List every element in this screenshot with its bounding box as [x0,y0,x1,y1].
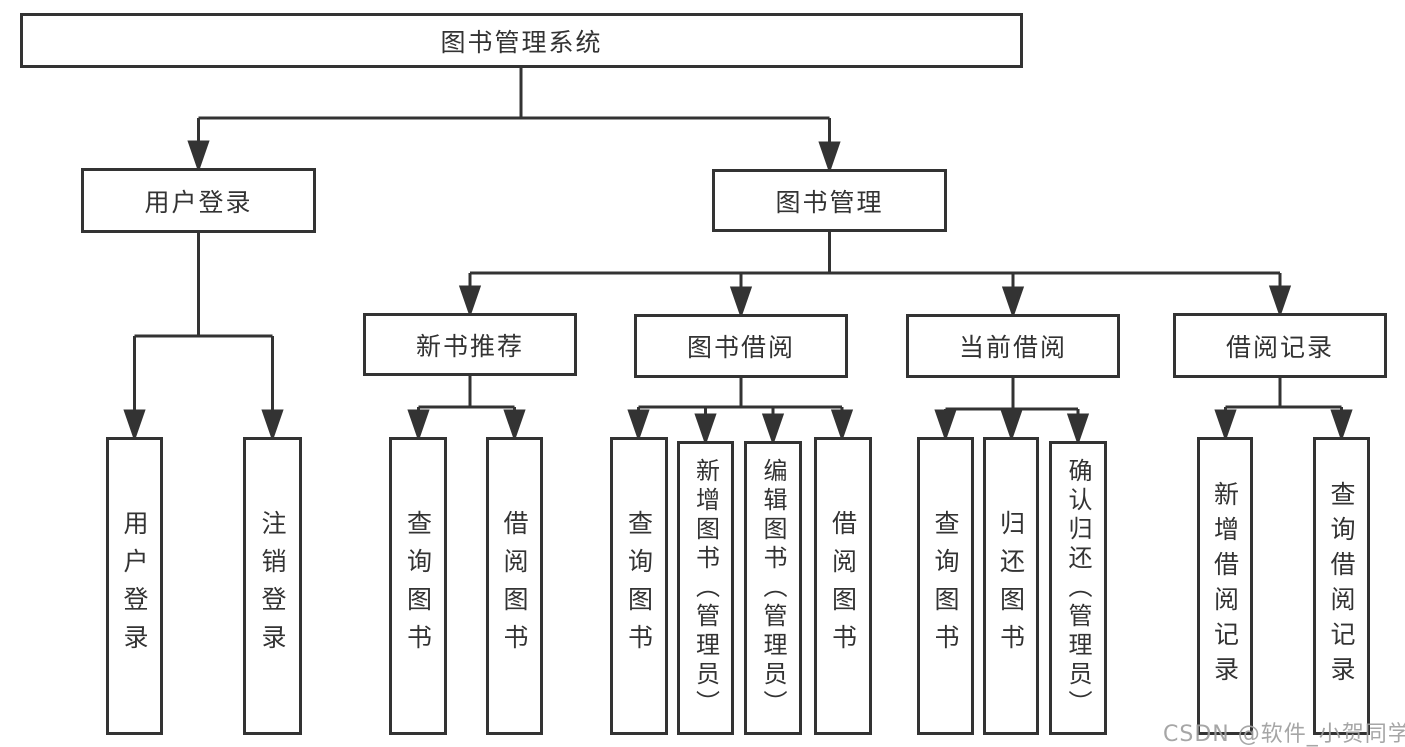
leaf-query-book-2-label: 查询图书 [624,510,654,662]
leaf-borrow-book-2: 借阅图书 [814,437,872,735]
node-current-borrow: 当前借阅 [906,314,1120,378]
leaf-query-book-3: 查询图书 [917,437,974,735]
node-book-mgmt-label: 图书管理 [775,187,884,217]
leaf-user-login-label: 用户登录 [120,510,149,662]
leaf-query-book-1: 查询图书 [389,437,447,735]
leaf-borrow-book-1: 借阅图书 [486,437,543,735]
leaf-user-login: 用户登录 [106,437,163,735]
leaf-query-book-1-label: 查询图书 [403,510,433,662]
leaf-borrow-book-2-label: 借阅图书 [828,510,858,662]
arrow-leaf-logout-login [261,336,284,442]
node-book-borrow-label: 图书借阅 [686,333,795,362]
arrow-user-login [187,118,210,173]
node-root-label: 图书管理系统 [440,27,603,57]
arrow-leaf-query-book-3 [934,409,957,442]
leaf-return-book: 归还图书 [983,437,1039,735]
arrow-leaf-borrow-book-1 [503,407,526,442]
leaf-logout-login: 注销登录 [243,437,302,735]
node-user-login: 用户登录 [81,168,316,233]
node-current-borrow-label: 当前借阅 [958,333,1067,362]
node-root: 图书管理系统 [20,13,1023,68]
leaf-logout-login-label: 注销登录 [258,510,287,662]
node-borrow-records: 借阅记录 [1173,313,1387,378]
arrow-leaf-add-book [694,407,717,446]
arrow-leaf-add-record [1214,407,1237,442]
node-user-login-label: 用户登录 [144,187,253,217]
leaf-add-record-label: 新增借阅记录 [1210,481,1240,691]
leaf-edit-book-label: 编辑图书（管理员） [759,457,787,719]
arrow-book-borrow [729,273,753,319]
arrow-new-books [458,273,482,318]
leaf-query-book-3-label: 查询图书 [931,510,960,662]
csdn-watermark: CSDN @软件_小贺同学 [1163,722,1405,747]
arrow-current-borrow [1001,273,1025,319]
leaf-edit-book: 编辑图书（管理员） [744,441,802,735]
arrow-leaf-user-login [123,336,146,442]
arrow-leaf-query-book-1 [407,407,430,442]
arrow-leaf-borrow-book-2 [830,407,854,442]
leaf-query-record-label: 查询借阅记录 [1327,481,1356,691]
node-borrow-records-label: 借阅记录 [1225,332,1334,362]
leaf-confirm-return: 确认归还（管理员） [1049,441,1107,735]
arrow-book-mgmt [818,118,841,174]
arrow-leaf-query-book-2 [627,407,650,442]
leaf-add-book: 新增图书（管理员） [677,441,734,735]
leaf-add-record: 新增借阅记录 [1197,437,1253,735]
arrow-borrow-records [1268,273,1292,318]
node-book-mgmt: 图书管理 [712,169,947,232]
leaf-add-book-label: 新增图书（管理员） [691,457,720,719]
leaf-query-book-2: 查询图书 [610,437,668,735]
node-new-books: 新书推荐 [363,313,577,376]
leaf-confirm-return-label: 确认归还（管理员） [1064,457,1092,719]
arrow-leaf-edit-book [761,407,785,446]
arrow-leaf-return-book [1000,409,1023,442]
leaf-query-record: 查询借阅记录 [1313,437,1370,735]
arrow-leaf-confirm-return [1066,409,1090,446]
arrow-leaf-query-record [1330,407,1353,442]
node-book-borrow: 图书借阅 [634,314,848,378]
node-new-books-label: 新书推荐 [415,331,524,361]
leaf-borrow-book-1-label: 借阅图书 [500,510,529,662]
leaf-return-book-label: 归还图书 [996,510,1026,662]
